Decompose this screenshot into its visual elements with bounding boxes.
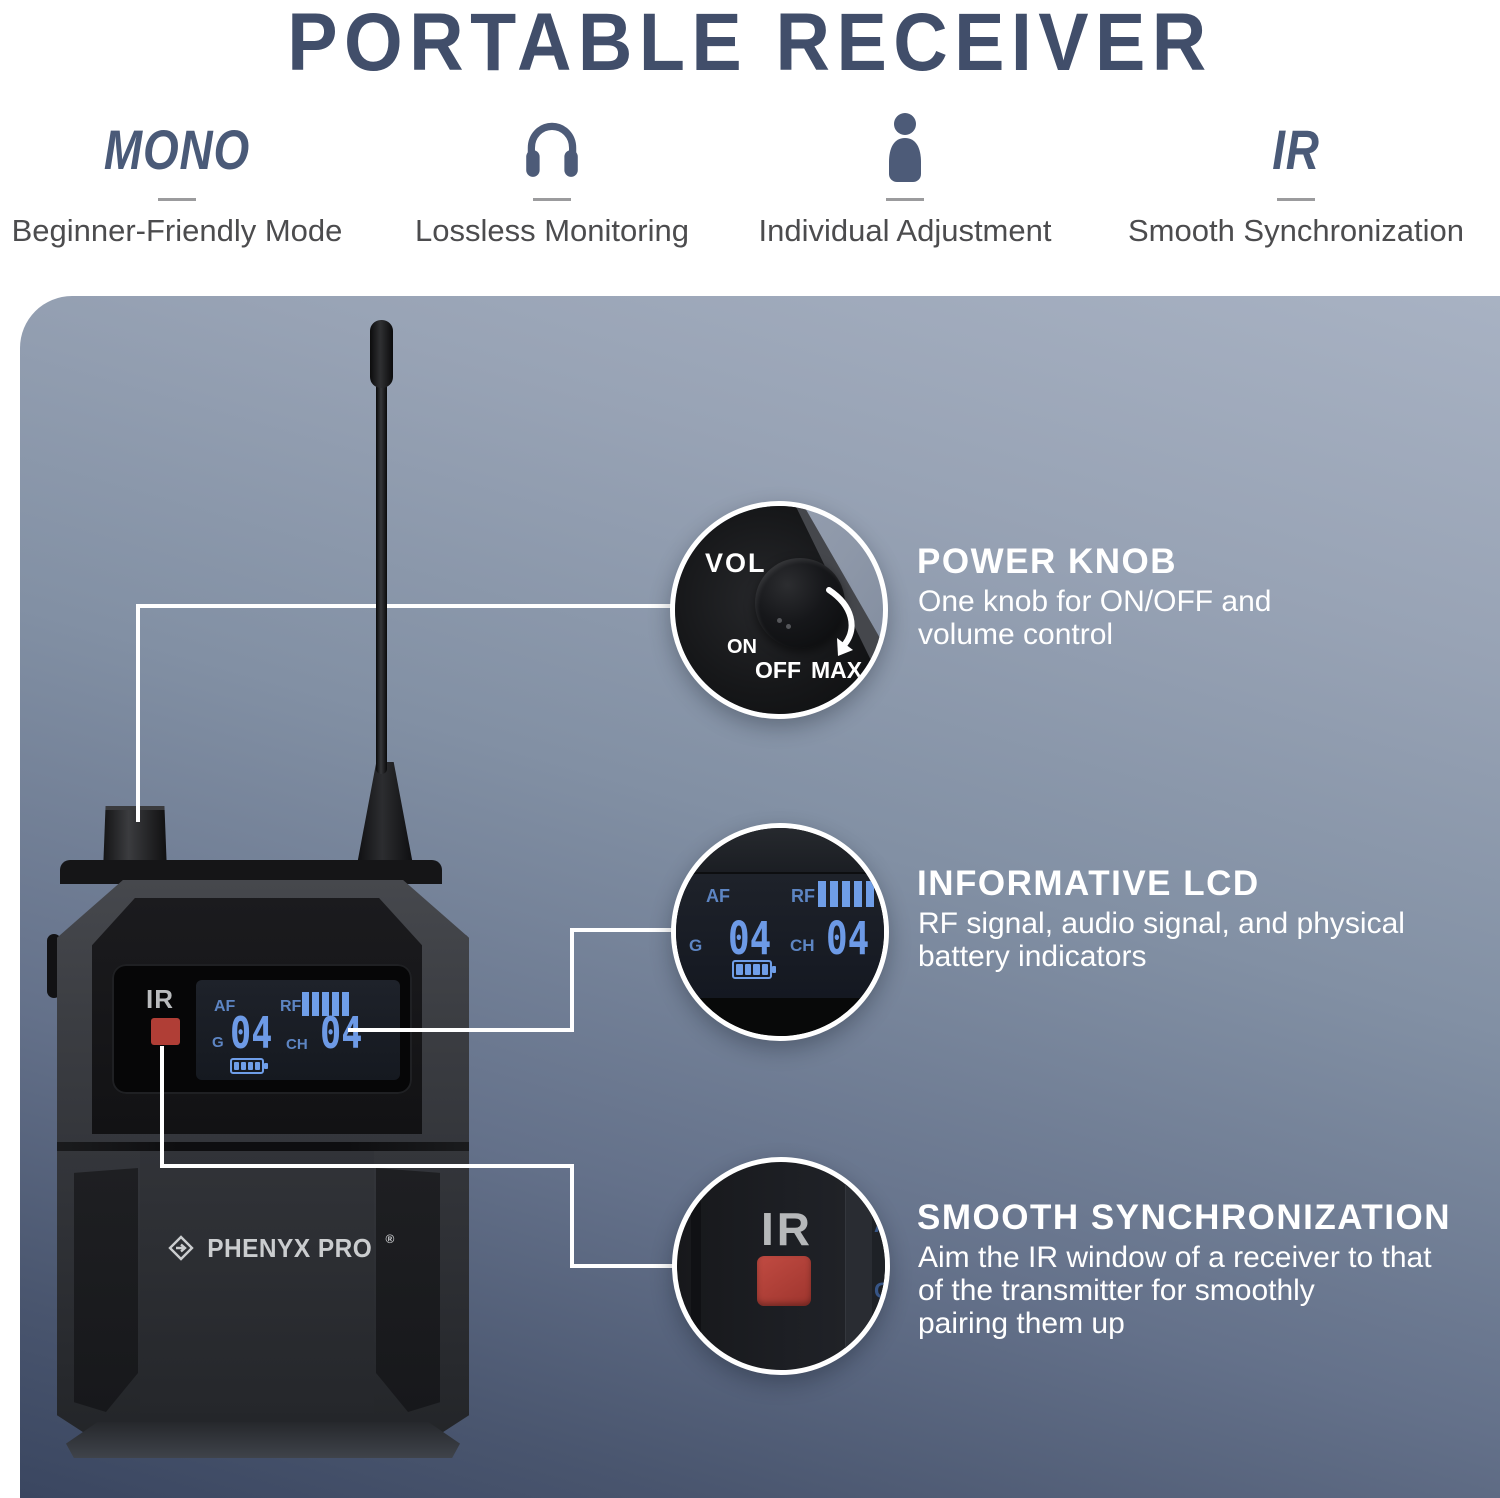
panel-edge bbox=[691, 1162, 701, 1370]
rotation-arrow-icon bbox=[826, 587, 855, 656]
group-value: 04 bbox=[728, 912, 772, 965]
rf-signal-bars bbox=[818, 881, 874, 907]
divider bbox=[158, 198, 196, 201]
connector-line-ir-h1 bbox=[160, 1164, 574, 1168]
group-label: G bbox=[212, 1034, 224, 1051]
battery-icon bbox=[230, 1058, 268, 1074]
connector-line-knob-h bbox=[136, 604, 677, 608]
connector-line-lcd-h2 bbox=[570, 928, 678, 932]
body-line: RF signal, audio signal, and physical bbox=[918, 907, 1405, 940]
lcd-bezel-top bbox=[676, 828, 884, 874]
mono-symbol: MONO bbox=[103, 118, 251, 181]
brand-glyph-icon bbox=[168, 1235, 194, 1261]
channel-label: CH bbox=[286, 1036, 308, 1053]
ir-window-label: IR bbox=[146, 984, 174, 1014]
registered-mark: ® bbox=[385, 1232, 395, 1246]
max-label: MAX bbox=[811, 657, 863, 683]
channel-label: CH bbox=[790, 936, 815, 955]
callout-body-sync: Aim the IR window of a receiver to that … bbox=[918, 1241, 1432, 1340]
device-bottom bbox=[66, 1422, 460, 1458]
battery-cover bbox=[140, 1151, 374, 1413]
divider bbox=[886, 198, 924, 201]
vol-label: VOL bbox=[705, 548, 767, 578]
ir-callout: A G IR bbox=[672, 1157, 890, 1375]
antenna-tip bbox=[370, 320, 393, 388]
group-label: G bbox=[689, 936, 703, 955]
feature-label: Beginner-Friendly Mode bbox=[11, 213, 343, 248]
callout-body-power: One knob for ON/OFF and volume control bbox=[918, 585, 1271, 651]
panel-edge bbox=[845, 1162, 872, 1370]
ir-window bbox=[757, 1256, 811, 1306]
feature-mono: MONO Beginner-Friendly Mode bbox=[0, 112, 357, 249]
body-line: pairing them up bbox=[918, 1307, 1125, 1340]
af-label: AF bbox=[214, 998, 236, 1015]
rf-signal-bars bbox=[302, 992, 349, 1016]
off-label: OFF bbox=[755, 657, 801, 683]
callout-heading-sync: SMOOTH SYNCHRONIZATION bbox=[917, 1198, 1452, 1237]
body-line: Aim the IR window of a receiver to that bbox=[918, 1241, 1432, 1274]
feature-adjustment: Individual Adjustment bbox=[725, 112, 1085, 249]
callout-body-lcd: RF signal, audio signal, and physical ba… bbox=[918, 907, 1405, 973]
power-knob bbox=[755, 558, 845, 648]
lcd-callout: AF RF G 04 CH 04 bbox=[671, 823, 889, 1041]
body-line: volume control bbox=[918, 618, 1114, 651]
grip-right bbox=[376, 1168, 440, 1412]
lcd-edge bbox=[872, 1162, 885, 1370]
ir-symbol: IR bbox=[1272, 118, 1320, 181]
af-label: AF bbox=[706, 886, 730, 906]
feature-label: Individual Adjustment bbox=[758, 213, 1052, 248]
brand-logo: PHENYX PRO ® bbox=[168, 1232, 394, 1264]
lcd-glyph: A bbox=[874, 1212, 890, 1237]
ir-window bbox=[151, 1018, 180, 1045]
on-label: ON bbox=[727, 636, 757, 658]
callout-heading-power: POWER KNOB bbox=[917, 542, 1177, 581]
antenna bbox=[376, 382, 387, 774]
battery-icon bbox=[732, 960, 776, 979]
divider bbox=[1277, 198, 1315, 201]
channel-value: 04 bbox=[320, 1008, 363, 1059]
divider bbox=[533, 198, 571, 201]
headphones-icon bbox=[372, 112, 732, 184]
body-line: One knob for ON/OFF and bbox=[918, 585, 1272, 618]
person-icon bbox=[725, 112, 1085, 184]
group-value: 04 bbox=[230, 1008, 273, 1059]
knob-dot bbox=[786, 624, 791, 629]
lcd-glyph: G bbox=[874, 1278, 890, 1303]
brand-name: PHENYX PRO bbox=[207, 1232, 373, 1263]
page-title: PORTABLE RECEIVER bbox=[287, 0, 1213, 88]
knob-dot bbox=[777, 618, 782, 623]
power-knob-callout: VOL ON OFF MAX bbox=[670, 501, 888, 719]
channel-value: 04 bbox=[826, 912, 870, 965]
connector-line-knob-v bbox=[136, 604, 140, 822]
feature-label: Lossless Monitoring bbox=[415, 213, 689, 248]
feature-label: Smooth Synchronization bbox=[1127, 213, 1465, 248]
callout-heading-lcd: INFORMATIVE LCD bbox=[917, 864, 1260, 903]
ir-window-label: IR bbox=[761, 1203, 813, 1255]
body-line: of the transmitter for smoothly bbox=[918, 1274, 1315, 1307]
rf-label: RF bbox=[280, 998, 302, 1015]
battery-cover-seam bbox=[57, 1142, 469, 1151]
body-line: battery indicators bbox=[918, 940, 1147, 973]
connector-line-lcd-v bbox=[570, 928, 574, 1032]
feature-monitoring: Lossless Monitoring bbox=[372, 112, 732, 249]
connector-line-ir-v1 bbox=[160, 1046, 164, 1168]
grip-left bbox=[74, 1168, 138, 1412]
connector-line-ir-v2 bbox=[570, 1164, 574, 1268]
connector-line-ir-h2 bbox=[570, 1264, 678, 1268]
connector-line-lcd-h1 bbox=[348, 1028, 574, 1032]
lcd-bezel-bottom bbox=[676, 998, 884, 1036]
rf-label: RF bbox=[791, 886, 815, 906]
feature-ir: IR Smooth Synchronization bbox=[1116, 112, 1476, 249]
